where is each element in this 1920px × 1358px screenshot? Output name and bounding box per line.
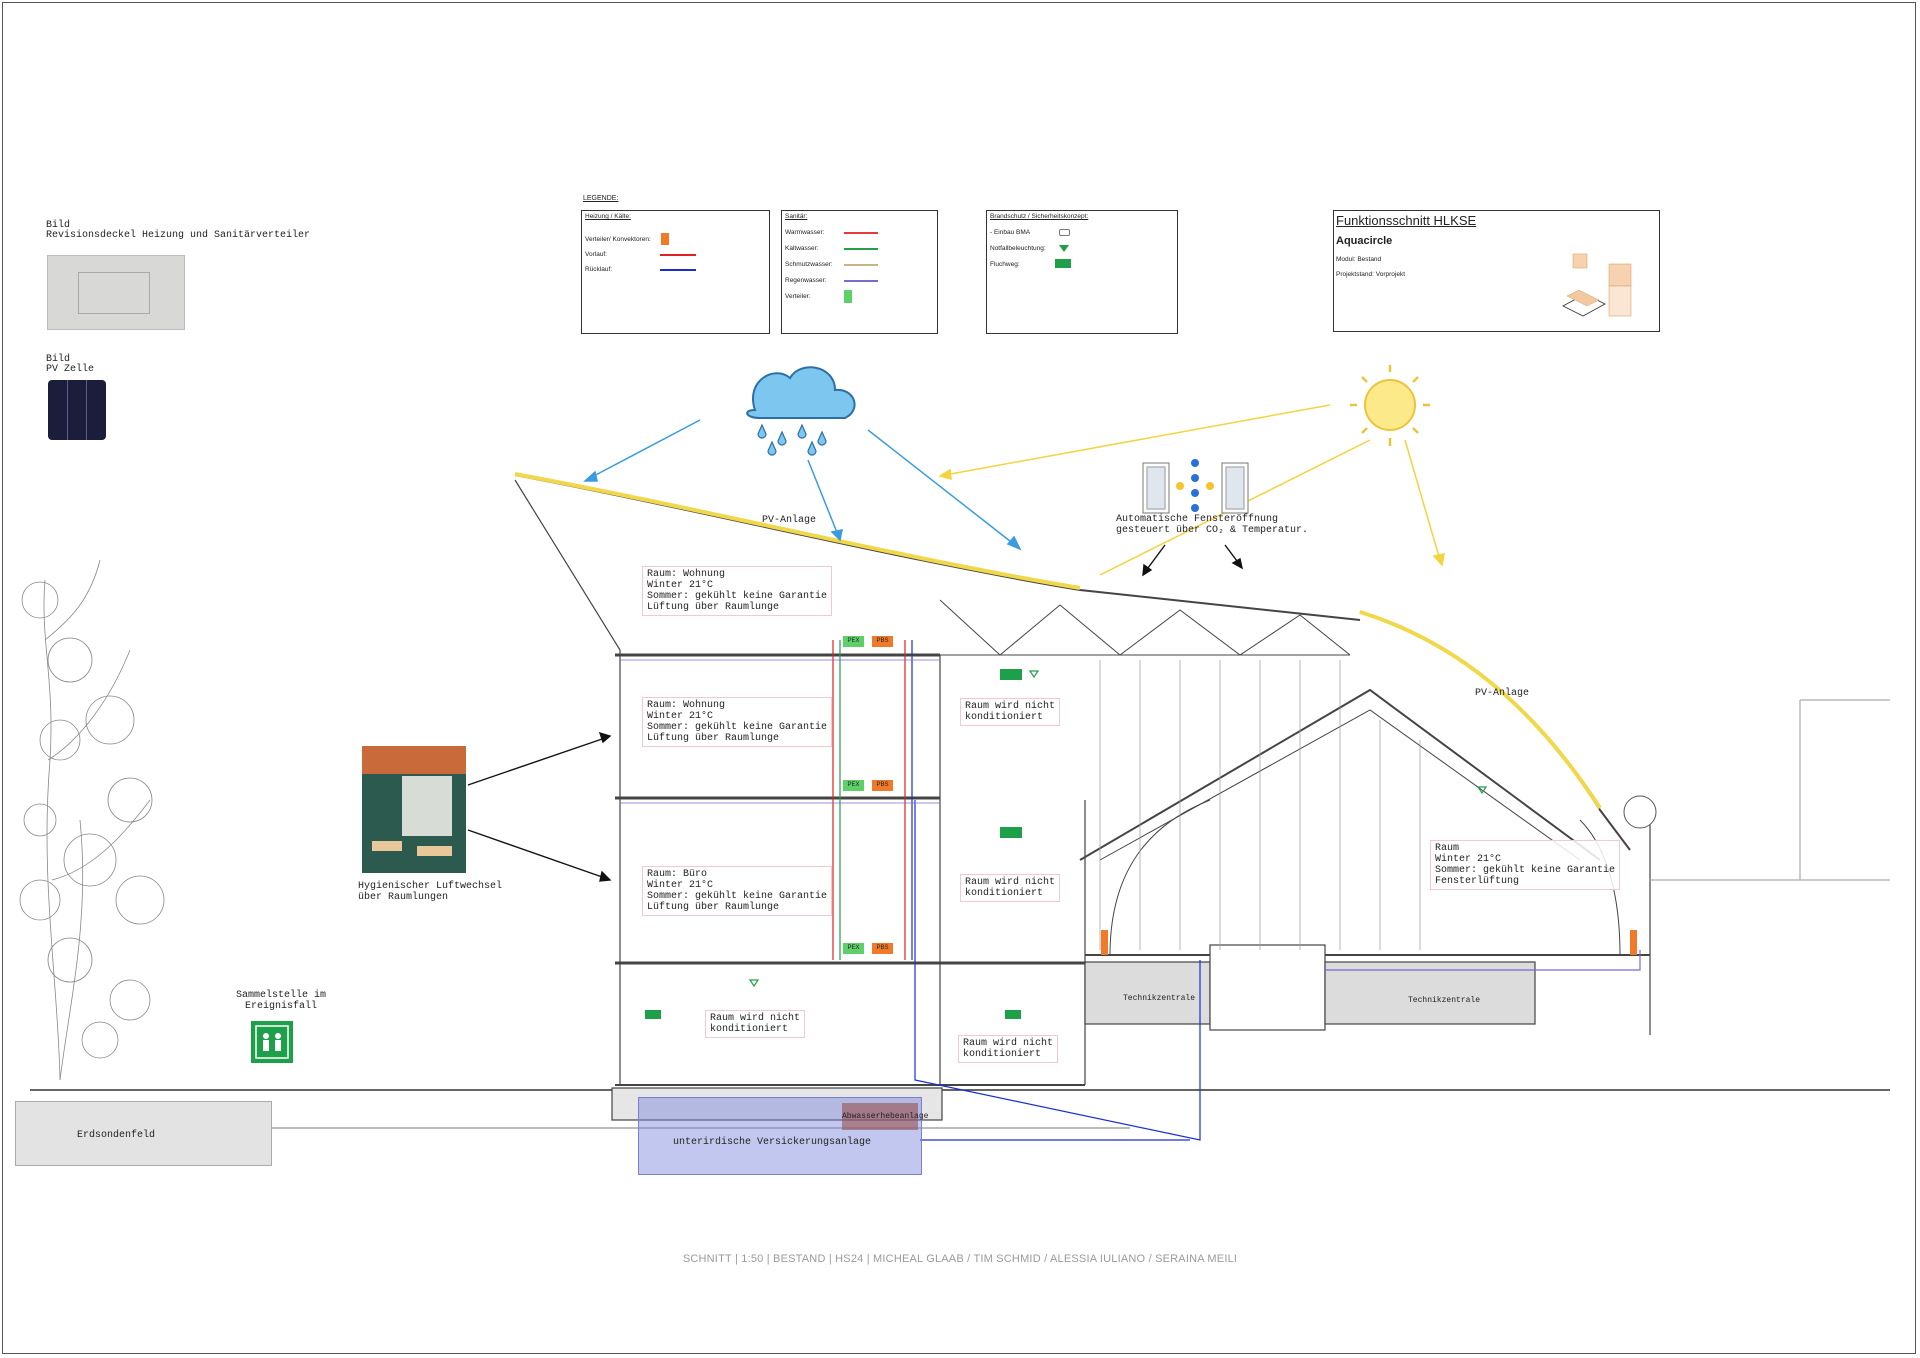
legend-sanitary-item: Warmwasser: — [785, 229, 825, 236]
distributor-pbs-1: PBS — [872, 636, 893, 647]
room-label-right: Raum Winter 21°C Sommer: gekühlt keine G… — [1430, 840, 1621, 890]
room-label-unconditioned-1: Raum wird nicht konditioniert — [960, 698, 1061, 726]
distributor-pex-2: PEX — [843, 780, 864, 791]
legend-heating: Heizung / Kälte: Verteiler/ Konvektoren:… — [581, 210, 770, 334]
room-label-apartment-top: Raum: Wohnung Winter 21°C Sommer: gekühl… — [642, 566, 833, 616]
distributor-pex-1: PEX — [843, 636, 864, 647]
sun-arrows — [938, 404, 1445, 576]
legend-fire-title: Brandschutz / Sicherheitskonzept: — [990, 213, 1089, 220]
legend-fire-item: Notfallbeleuchtung: — [990, 245, 1046, 252]
legend-title: LEGENDE: — [583, 195, 619, 202]
legend-fire-item: Fluchweg: — [990, 261, 1020, 268]
pipes — [620, 640, 1641, 1141]
legend-heating-item: Verteiler/ Konvektoren: — [585, 236, 651, 243]
pv-caption-2: PV Zelle — [46, 364, 95, 375]
infiltration-label: unterirdische Versickerungsanlage — [673, 1137, 872, 1148]
distributor-pbs-2: PBS — [872, 780, 893, 791]
revision-caption-1: Bild — [46, 220, 71, 231]
legend-sanitary-item: Regenwasser: — [785, 277, 827, 284]
assembly-point-icon — [251, 1021, 293, 1063]
vent-icon — [1623, 795, 1657, 829]
legend-swatch — [844, 264, 878, 266]
sewage-label: Abwasserhebeanlage — [842, 1112, 929, 1121]
pv-label-1: PV-Anlage — [762, 515, 817, 526]
legend-swatch — [660, 254, 696, 256]
exit-sign-icon — [645, 669, 1022, 1019]
building-axonometry-icon — [1562, 253, 1632, 317]
room-label-unconditioned-2: Raum wird nicht konditioniert — [960, 874, 1061, 902]
legend-swatch — [844, 280, 878, 282]
pv-panel-left — [514, 472, 1081, 590]
pv-cell-image — [48, 380, 106, 440]
legend-swatch — [844, 290, 852, 303]
legend-swatch — [844, 248, 878, 250]
black-arrows — [467, 544, 1244, 882]
tree-sketch — [19, 559, 165, 1081]
legend-heating-item: Vorlauf: — [585, 251, 608, 258]
convector-icon — [1101, 930, 1637, 955]
geothermal-label: Erdsondenfeld — [77, 1130, 156, 1141]
air-lung-caption: Hygienischer Luftwechsel über Raumlungen — [358, 881, 503, 903]
rain-cloud-icon — [746, 366, 856, 456]
legend-sanitary-item: Schmutzwasser: — [785, 261, 833, 268]
emergency-light-icon — [748, 670, 1488, 988]
window-automation-label: Automatische Fensteröffnung gesteuert üb… — [1116, 514, 1309, 536]
distributor-pbs-3: PBS — [872, 943, 893, 954]
window-automation-icon — [1142, 459, 1249, 514]
status-label: Projektstand: Vorprojekt — [1336, 271, 1406, 278]
room-label-unconditioned-3: Raum wird nicht konditioniert — [705, 1010, 806, 1038]
title-block: Funktionsschnitt HLKSE Aquacircle Modul:… — [1333, 210, 1660, 332]
air-lung-image — [362, 746, 466, 873]
legend-sanitary-item: Verteiler: — [785, 293, 811, 300]
sewage-lift-unit: Abwasserhebeanlage — [842, 1103, 928, 1130]
legend-fire-item: - Einbau BMA — [990, 229, 1031, 236]
room-label-office: Raum: Büro Winter 21°C Sommer: gekühlt k… — [642, 866, 833, 916]
emergency-light-icon — [1059, 245, 1069, 252]
smoke-detector-icon — [1059, 229, 1070, 236]
legend-heating-title: Heizung / Kälte: — [585, 213, 631, 220]
sun-icon — [1350, 365, 1430, 446]
pv-label-2: PV-Anlage — [1475, 688, 1530, 699]
legend-sanitary: Sanitär: Warmwasser: Kaltwasser: Schmutz… — [781, 210, 938, 334]
distributor-pex-3: PEX — [843, 943, 864, 954]
geothermal-field: Erdsondenfeld — [15, 1101, 272, 1166]
exit-sign-icon — [1055, 259, 1071, 268]
project-name: Aquacircle — [1336, 235, 1393, 247]
module-label: Modul: Bestand — [1336, 256, 1382, 263]
legend-swatch — [844, 232, 878, 234]
room-label-unconditioned-4: Raum wird nicht konditioniert — [958, 1035, 1059, 1063]
pv-caption-1: Bild — [46, 354, 71, 365]
footer-caption: SCHNITT | 1:50 | BESTAND | HS24 | MICHEA… — [682, 1253, 1238, 1265]
tech-center-label-2: Technikzentrale — [1408, 996, 1481, 1005]
pv-panel-right — [1359, 610, 1602, 810]
revision-caption-2: Revisionsdeckel Heizung und Sanitärverte… — [46, 230, 311, 241]
rain-arrows — [583, 419, 1022, 551]
green-wall — [1099, 660, 1421, 950]
legend-swatch — [660, 269, 696, 271]
legend-sanitary-item: Kaltwasser: — [785, 245, 819, 252]
room-label-apartment-middle: Raum: Wohnung Winter 21°C Sommer: gekühl… — [642, 697, 833, 747]
title-heading: Funktionsschnitt HLKSE — [1336, 213, 1477, 228]
revision-cover-image — [47, 255, 185, 330]
tech-center-label-1: Technikzentrale — [1123, 994, 1196, 1003]
legend-heating-item: Rücklauf: — [585, 266, 613, 273]
legend-sanitary-title: Sanitär: — [785, 213, 808, 220]
assembly-caption: Sammelstelle im Ereignisfall — [236, 990, 327, 1012]
legend-fire: Brandschutz / Sicherheitskonzept: - Einb… — [986, 210, 1178, 334]
legend-swatch — [661, 233, 669, 245]
